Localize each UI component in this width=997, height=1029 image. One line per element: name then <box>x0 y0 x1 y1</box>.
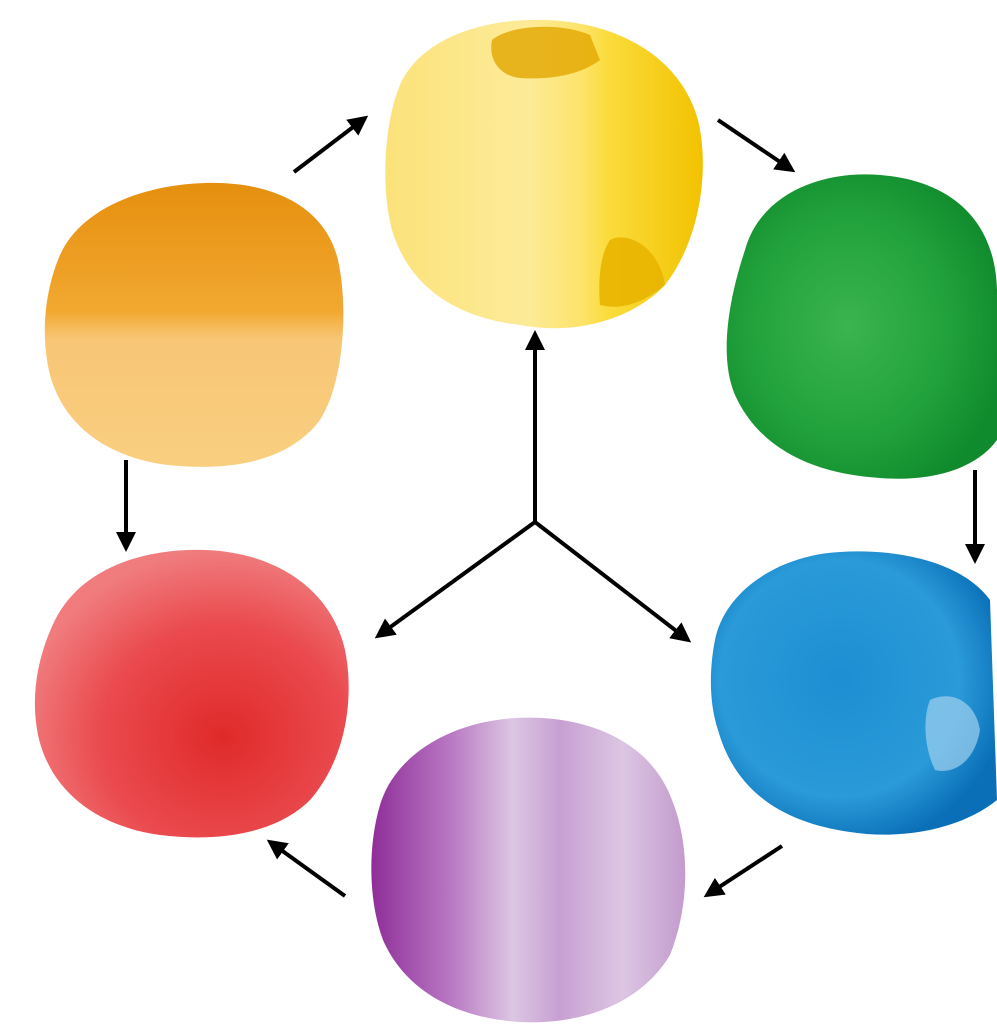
arrow-center-to-blue <box>535 522 688 640</box>
purple-paint-blob <box>371 718 685 1023</box>
arrow-center-to-red <box>378 522 535 636</box>
arrow-orange-to-yellow <box>294 118 365 172</box>
arrow-blue-to-purple <box>707 846 782 895</box>
arrow-purple-to-red <box>270 842 345 896</box>
center-arrows <box>378 334 688 640</box>
green-paint-blob <box>727 174 997 478</box>
blue-paint-blob <box>711 551 997 834</box>
yellow-paint-blob <box>385 20 703 328</box>
red-paint-blob <box>35 550 349 838</box>
orange-paint-blob <box>45 183 344 467</box>
arrow-yellow-to-green <box>718 120 792 170</box>
